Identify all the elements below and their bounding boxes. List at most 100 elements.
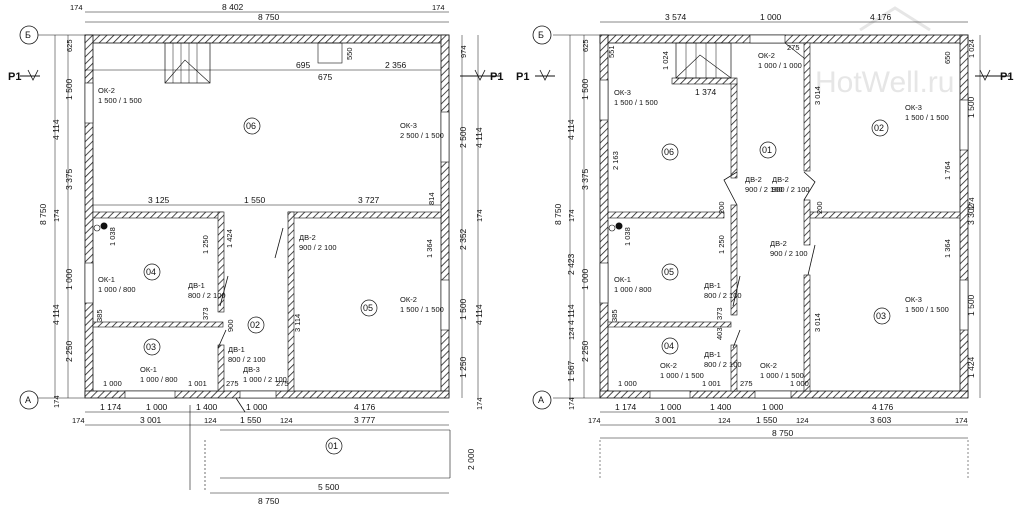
dim-bottom: 3 603 — [870, 415, 892, 425]
dim-interior: 1 000 — [103, 379, 122, 388]
dim-bottom: 1 000 — [762, 402, 784, 412]
dim-interior: 403 — [715, 327, 724, 340]
dim-left: 1 038 — [623, 227, 632, 246]
dim-bottom: 3 001 — [655, 415, 677, 425]
dim-bottom: 174 — [955, 416, 968, 425]
right-plan — [532, 21, 1010, 480]
opening-size: 1 500 / 1 500 — [98, 96, 142, 105]
axis-a-left: А — [25, 395, 31, 405]
watermark-group: HotWell.ru — [815, 6, 954, 99]
dim-interior: 550 — [345, 47, 354, 60]
dim-interior: 2 356 — [385, 60, 407, 70]
dim-right: 2 000 — [466, 448, 476, 470]
dim-right: 974 — [459, 45, 468, 58]
room-label: 03 — [876, 311, 886, 321]
opening-label: ДВ-2 — [745, 175, 762, 184]
dim-left: 1 000 — [580, 268, 590, 290]
opening-size: 1 000 / 1 500 — [660, 371, 704, 380]
dim-bottom: 8 750 — [772, 428, 794, 438]
dim-top: 8 402 — [222, 2, 244, 12]
opening-label: ОК-1 — [614, 275, 631, 284]
opening-size: 800 / 2 100 — [188, 291, 226, 300]
dim-interior: 275 — [740, 379, 753, 388]
dim-bottom: 1 550 — [240, 415, 262, 425]
dim-right: 650 — [943, 51, 952, 64]
dim-top: 174 — [432, 3, 445, 12]
room-label: 06 — [664, 147, 674, 157]
dim-top: 174 — [70, 3, 83, 12]
axis-b-right: Б — [538, 30, 544, 40]
dim-left: 8 750 — [38, 203, 48, 225]
dim-left: 4 114 — [51, 304, 61, 325]
section-label-right-1: P1 — [516, 71, 529, 83]
dim-left: 174 — [567, 397, 576, 410]
dim-right: 3 014 — [813, 86, 822, 105]
dim-right: 2 352 — [458, 228, 468, 250]
opening-size: 900 / 2 100 — [770, 249, 808, 258]
dim-left: 2 163 — [611, 151, 620, 170]
dim-right: 1 424 — [966, 356, 976, 378]
opening-size: 1 000 / 1 000 — [758, 61, 802, 70]
dim-left: 1 024 — [661, 51, 670, 70]
opening-label: ДВ-2 — [770, 239, 787, 248]
dim-right: 2 500 — [458, 126, 468, 148]
dim-right: 1 764 — [943, 161, 952, 180]
section-label-left-1: P1 — [8, 71, 21, 83]
dim-left: 4 114 — [566, 304, 576, 325]
dim-bottom: 1 000 — [660, 402, 682, 412]
dim-left: 625 — [65, 39, 74, 52]
opening-label: ОК-2 — [660, 361, 677, 370]
room-label: 03 — [146, 342, 156, 352]
dim-left: 174 — [567, 209, 576, 222]
opening-label: ОК-3 — [400, 121, 417, 130]
opening-label: ОК-3 — [905, 103, 922, 112]
dim-interior: 373 — [715, 307, 724, 320]
dim-left: 2 423 — [566, 253, 576, 275]
dim-right: 174 — [967, 197, 976, 210]
opening-size: 800 / 2 100 — [228, 355, 266, 364]
dim-interior: 1 001 — [702, 379, 721, 388]
dim-left: 385 — [610, 309, 619, 322]
dim-right: 4 114 — [474, 304, 484, 325]
dim-interior: 3 125 — [148, 195, 170, 205]
dim-left: 1 500 — [64, 78, 74, 100]
room-label: 06 — [246, 121, 256, 131]
dim-interior: 275 — [276, 379, 289, 388]
dim-left: 174 — [52, 395, 61, 408]
room-label: 01 — [762, 145, 772, 155]
dim-left: 2 250 — [580, 340, 590, 362]
dim-right: 1 250 — [458, 356, 468, 378]
dim-left: 124 — [567, 327, 576, 340]
dim-bottom: 1 400 — [196, 402, 218, 412]
dim-interior: 1 250 — [717, 235, 726, 254]
dim-bottom: 8 750 — [258, 496, 280, 506]
dim-bottom: 1 174 — [100, 402, 122, 412]
dim-bottom: 124 — [204, 416, 217, 425]
dim-left: 3 375 — [580, 168, 590, 190]
opening-label: ДВ-1 — [704, 281, 721, 290]
dim-interior: 1 550 — [244, 195, 266, 205]
opening-size: 800 / 2 100 — [704, 360, 742, 369]
dim-interior: 1 001 — [188, 379, 207, 388]
dim-interior: 675 — [318, 72, 332, 82]
dim-left: 8 750 — [553, 203, 563, 225]
axis-a-right: А — [538, 395, 544, 405]
dim-interior: 1 038 — [108, 227, 117, 246]
opening-size: 1 500 / 1 500 — [614, 98, 658, 107]
room-label: 04 — [146, 267, 156, 277]
opening-label: ОК-1 — [140, 365, 157, 374]
opening-label: ОК-2 — [400, 295, 417, 304]
dim-top: 1 000 — [760, 12, 782, 22]
dim-interior: 1 374 — [695, 87, 717, 97]
dim-interior: 1 250 — [201, 235, 210, 254]
dim-left: 2 250 — [64, 340, 74, 362]
dim-top: 8 750 — [258, 12, 280, 22]
dim-interior: 1 424 — [225, 229, 234, 248]
dim-interior: 695 — [296, 60, 310, 70]
dim-interior: 3 114 — [293, 314, 302, 332]
left-plan — [19, 11, 500, 494]
dim-right: 1 500 — [458, 298, 468, 320]
opening-size: 1 000 / 800 — [140, 375, 178, 384]
opening-label: ОК-3 — [905, 295, 922, 304]
